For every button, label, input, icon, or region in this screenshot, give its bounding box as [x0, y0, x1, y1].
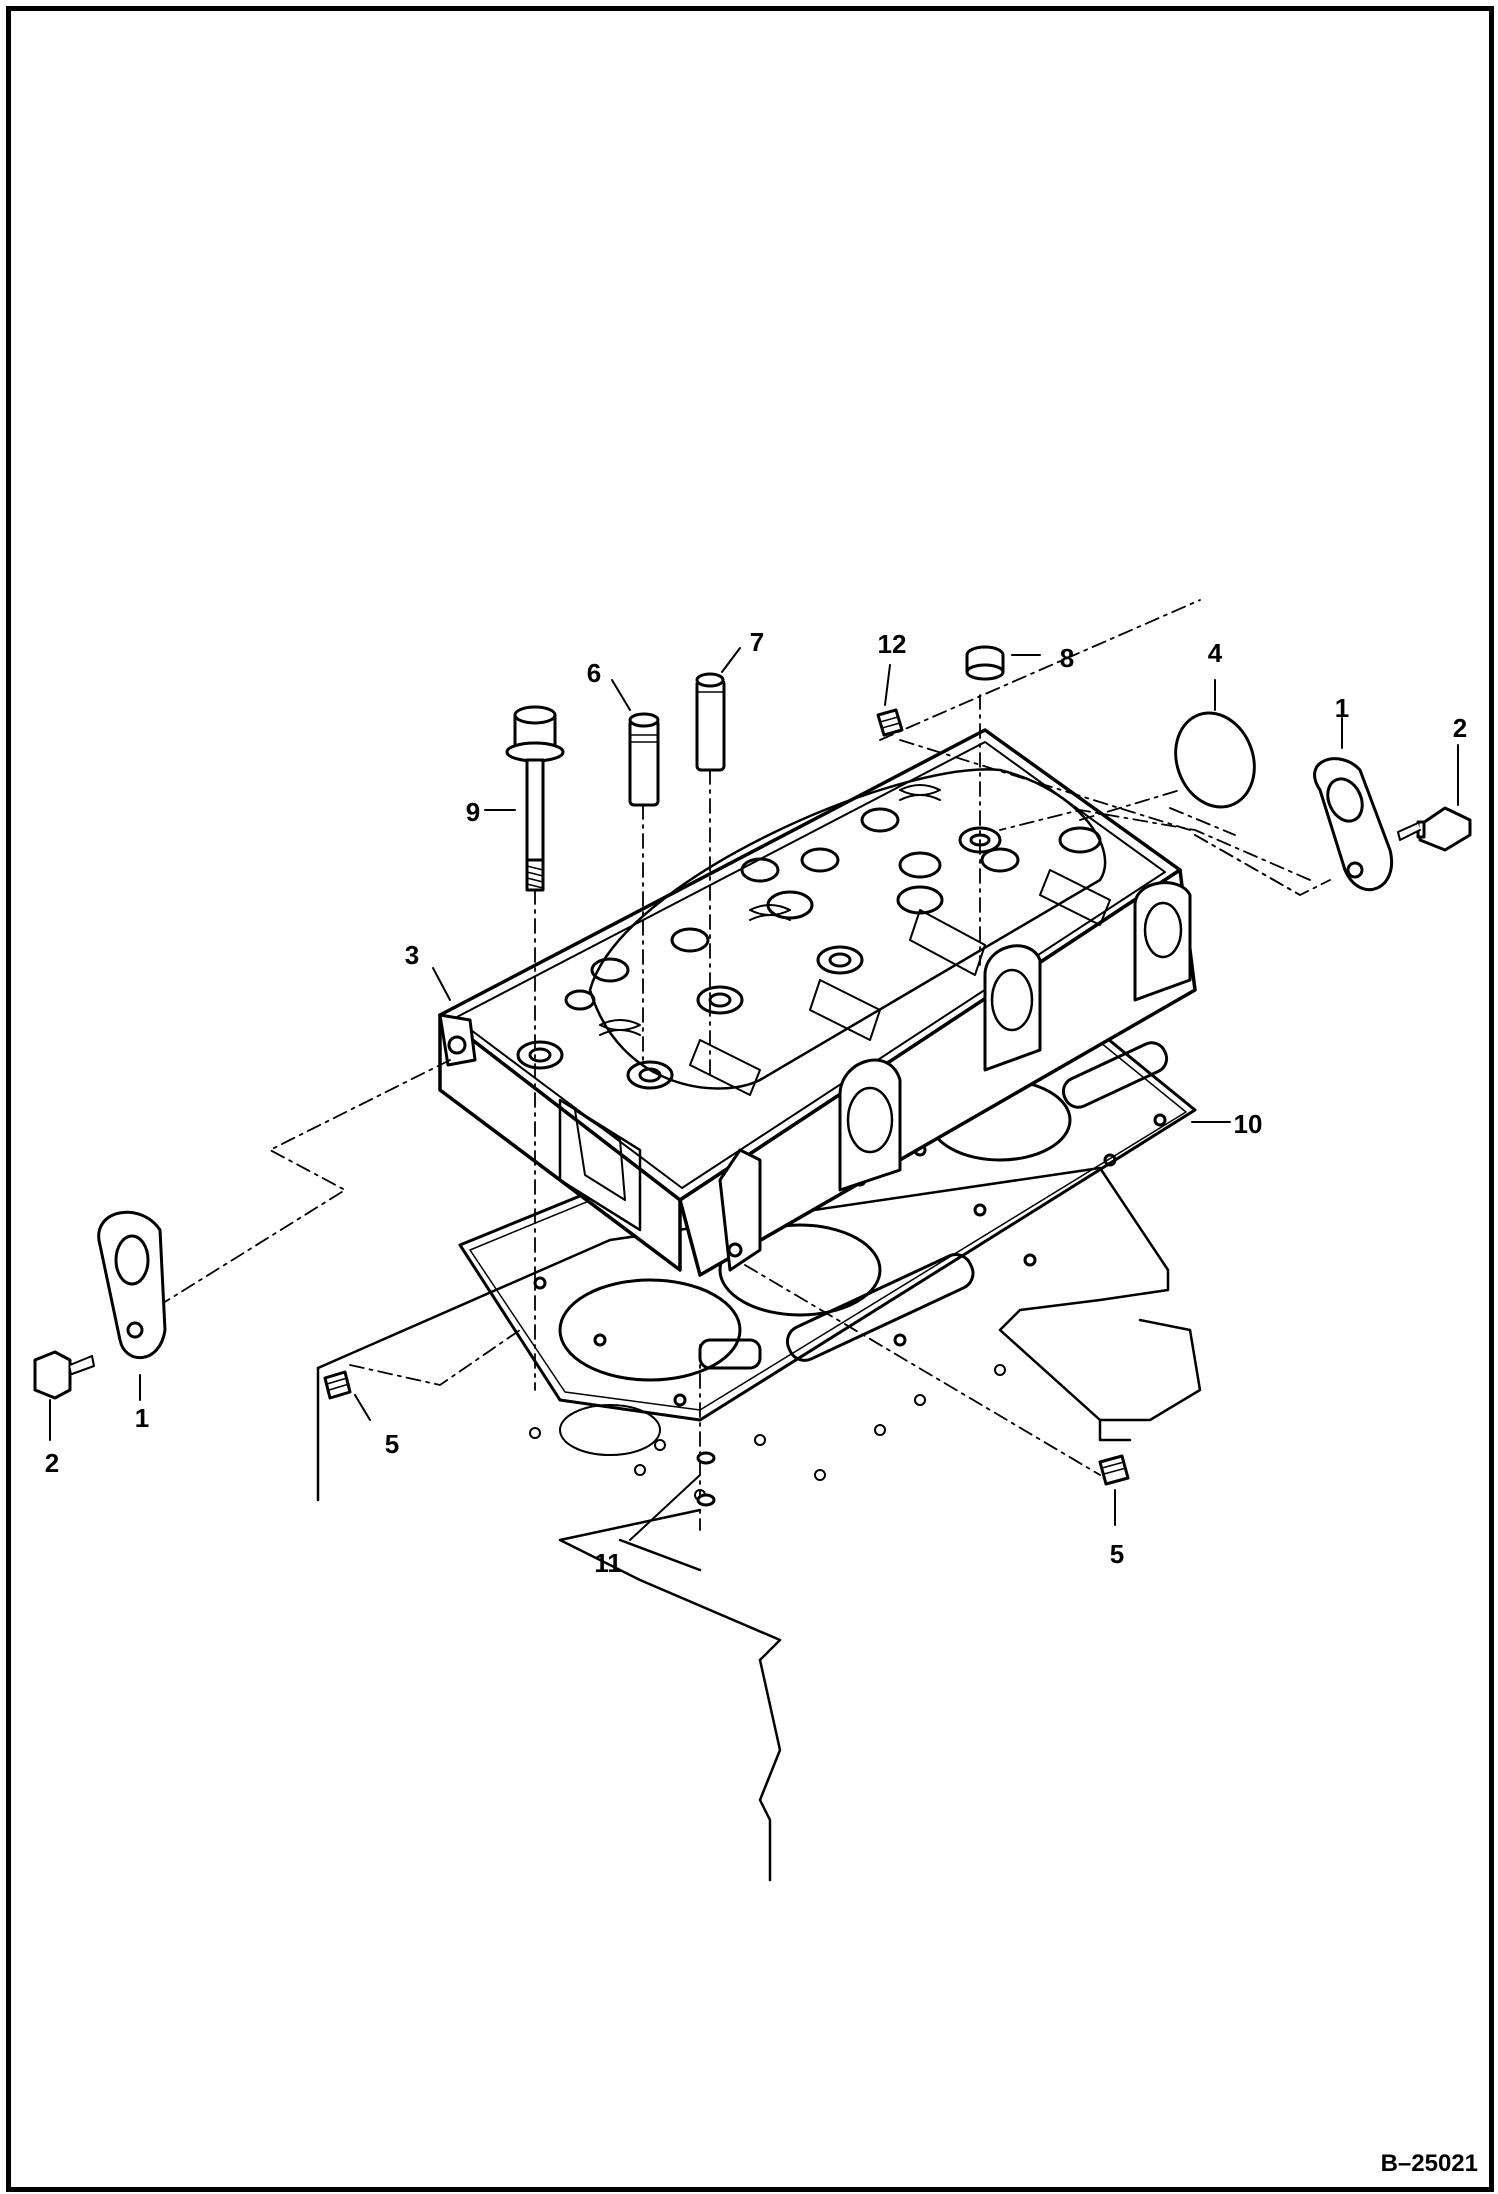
callout-1-right: 1 [1334, 693, 1350, 723]
o-ring [696, 1451, 716, 1507]
center-lines [159, 599, 1331, 1531]
callout-8: 8 [1059, 643, 1075, 673]
lifting-bracket-right [1313, 757, 1394, 892]
callout-2-left: 2 [44, 1448, 60, 1478]
block-ports [529, 1364, 1006, 1501]
callout-11: 11 [594, 1548, 622, 1578]
callout-2-right: 2 [1452, 713, 1468, 743]
callout-4: 4 [1207, 638, 1223, 668]
bracket-bolt-left [33, 1350, 95, 1400]
callout-1-left: 1 [134, 1403, 150, 1433]
callout-6: 6 [586, 658, 602, 688]
callout-7: 7 [749, 627, 765, 657]
figure-code: B–25021 [1380, 2150, 1478, 2177]
callout-5-left: 5 [384, 1429, 400, 1459]
bracket-bolt-right [1397, 806, 1472, 852]
cylinder-head [438, 728, 1197, 1277]
engine-block-outline [316, 1166, 1202, 1882]
lifting-bracket-left [97, 1210, 167, 1359]
valve-guide-short [628, 712, 660, 807]
callout-9: 9 [465, 797, 481, 827]
dowel-pin-left [323, 1370, 352, 1400]
valve-stem-seal [965, 645, 1005, 681]
drawing-frame [6, 6, 1494, 2192]
plug-12 [876, 708, 904, 737]
callout-10: 10 [1233, 1109, 1263, 1139]
callout-3: 3 [404, 940, 420, 970]
callout-5-right: 5 [1109, 1539, 1125, 1569]
callout-leaders [49, 647, 1459, 1541]
valve-guide-long [695, 672, 726, 772]
head-bolt [505, 705, 565, 892]
callout-12: 12 [877, 629, 907, 659]
dowel-pin-right [1098, 1454, 1130, 1486]
expansion-plug [1174, 711, 1256, 809]
